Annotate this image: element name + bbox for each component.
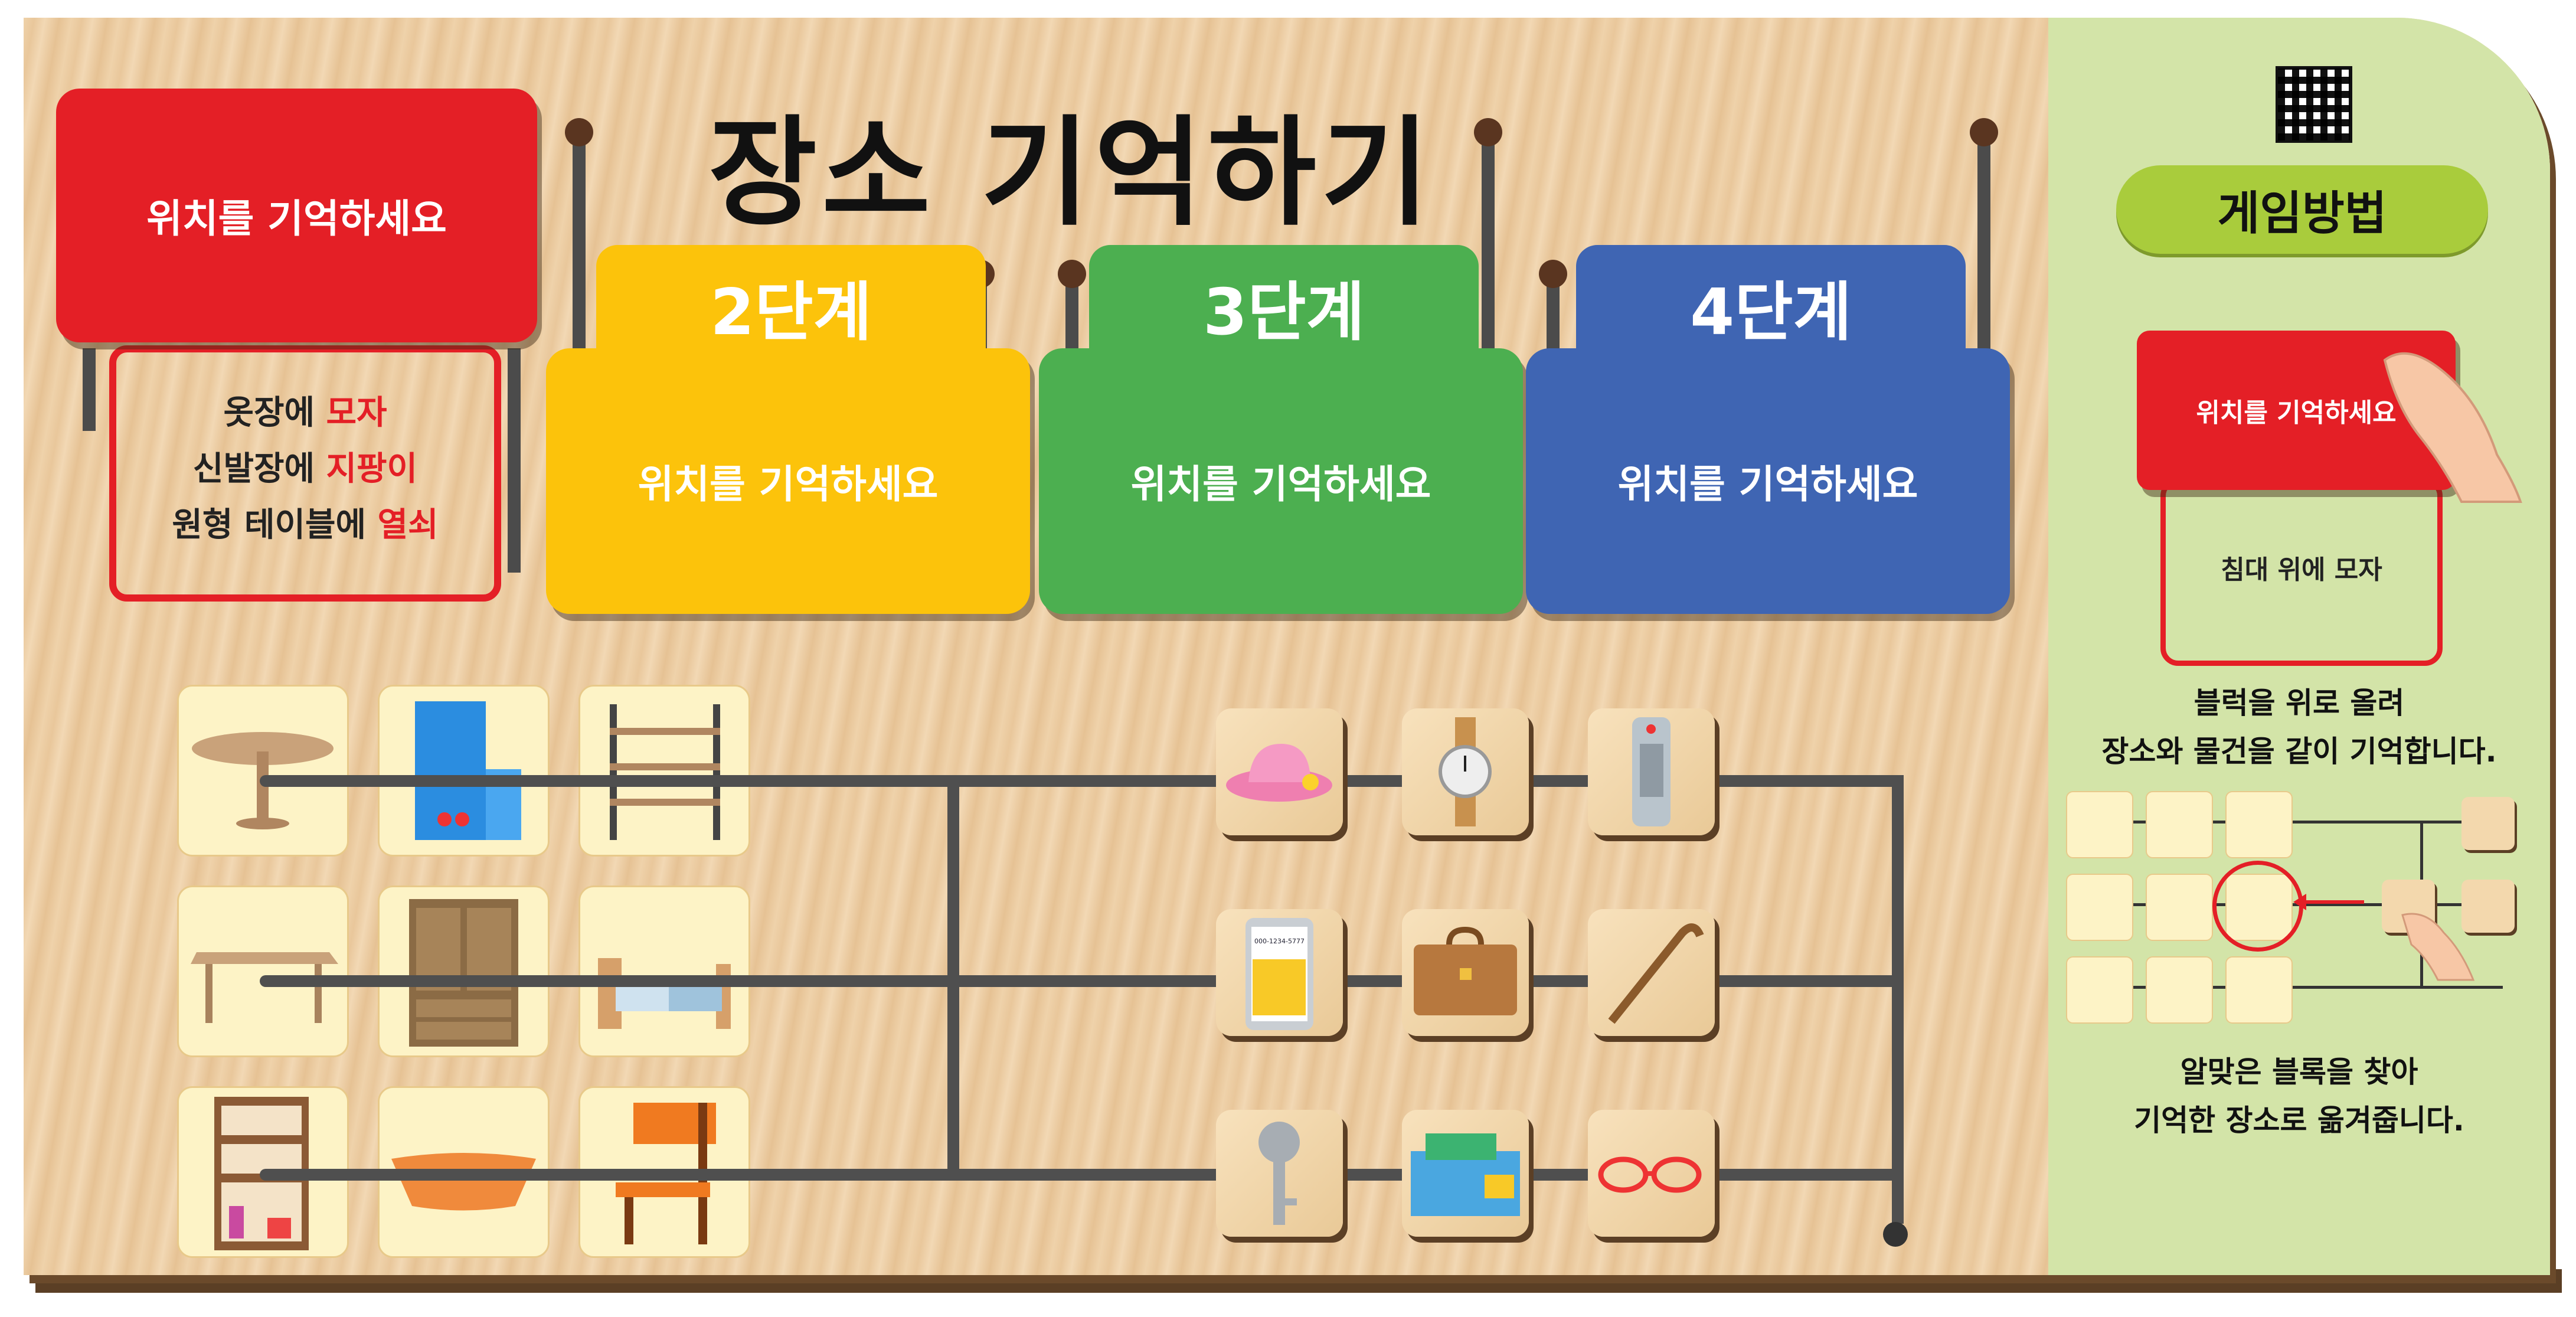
object-phone[interactable]: 000-1234-5777 <box>1216 909 1343 1036</box>
rod <box>83 348 96 431</box>
object-cane[interactable] <box>1588 909 1715 1036</box>
page-title: 장소 기억하기 <box>708 104 1434 242</box>
howto-diagram <box>2054 791 2526 1057</box>
mini-hand-icon <box>2397 903 2479 986</box>
hint-line: 원형 테이블에 열쇠 <box>172 506 439 544</box>
rod-knob <box>1539 260 1567 288</box>
object-hat[interactable] <box>1216 708 1343 835</box>
mini-place-table <box>2066 874 2133 941</box>
connector-line <box>1892 775 1904 1224</box>
howto-step1-line2: 장소와 물건을 같이 기억합니다. <box>2101 734 2497 769</box>
howto-card-hint: 침대 위에 모자 <box>2221 555 2382 585</box>
howto-step1-line1: 블럭을 위로 올려 <box>2193 686 2405 720</box>
mini-place-shelf <box>2225 791 2293 858</box>
stage1-card[interactable]: 위치를 기억하세요 <box>56 89 537 342</box>
phone-screen-number: 000-1234-5777 <box>1254 937 1305 945</box>
place-table[interactable] <box>177 885 349 1057</box>
place-round-table[interactable] <box>177 685 349 857</box>
mini-place-wardrobe <box>2146 874 2213 941</box>
target-circle <box>2212 861 2303 952</box>
stage3-card[interactable]: 위치를 기억하세요 <box>1039 348 1523 614</box>
arrow-icon <box>2299 900 2364 904</box>
mini-place-refrigerator <box>2146 791 2213 858</box>
stage2-card[interactable]: 위치를 기억하세요 <box>546 348 1030 614</box>
object-glasses[interactable] <box>1588 1110 1715 1237</box>
howto-button[interactable]: 게임방법 <box>2116 165 2488 254</box>
place-refrigerator[interactable] <box>378 685 550 857</box>
rod-knob <box>1058 260 1086 288</box>
rod-knob <box>1970 118 1998 146</box>
game-board: 장소 기억하기 옷장에 모자 신발장에 지팡이 원형 테이블에 열쇠 위치를 기… <box>24 18 2550 1275</box>
connector-line <box>947 775 959 1181</box>
mini-place-round-table <box>2066 791 2133 858</box>
hint-line: 신발장에 지팡이 <box>192 450 418 488</box>
rod <box>508 348 521 573</box>
object-key[interactable] <box>1216 1110 1343 1237</box>
hint-line: 옷장에 모자 <box>223 394 387 432</box>
object-remote-control[interactable] <box>1588 708 1715 835</box>
mini-place-chair <box>2225 956 2293 1024</box>
howto-step2: 알맞은 블록을 찾아 기억한 장소로 옮겨줍니다. <box>2072 1048 2526 1145</box>
place-bed[interactable] <box>578 885 750 1057</box>
howto-step1: 블럭을 위로 올려 장소와 물건을 같이 기억합니다. <box>2072 679 2526 776</box>
mini-object-phone <box>2461 880 2515 933</box>
stage1-hint-frame: 옷장에 모자 신발장에 지팡이 원형 테이블에 열쇠 <box>109 345 501 602</box>
hand-icon <box>2373 336 2526 508</box>
object-wallet[interactable] <box>1402 1110 1529 1237</box>
place-shelf[interactable] <box>578 685 750 857</box>
object-bag[interactable] <box>1402 909 1529 1036</box>
connector-end <box>1883 1222 1908 1247</box>
mini-place-basket <box>2146 956 2213 1024</box>
arrow-head-icon <box>2293 894 2306 910</box>
mini-object-key <box>2461 797 2515 850</box>
place-wardrobe[interactable] <box>378 885 550 1057</box>
howto-step2-line1: 알맞은 블록을 찾아 <box>2180 1055 2418 1089</box>
qr-code-icon[interactable] <box>2276 66 2352 143</box>
mini-place-shoe-cabinet <box>2066 956 2133 1024</box>
howto-step2-line2: 기억한 장소로 옮겨줍니다. <box>2134 1103 2464 1138</box>
rod-knob <box>1474 118 1502 146</box>
stage4-card[interactable]: 위치를 기억하세요 <box>1526 348 2010 614</box>
object-watch[interactable] <box>1402 708 1529 835</box>
rod-knob <box>565 118 593 146</box>
